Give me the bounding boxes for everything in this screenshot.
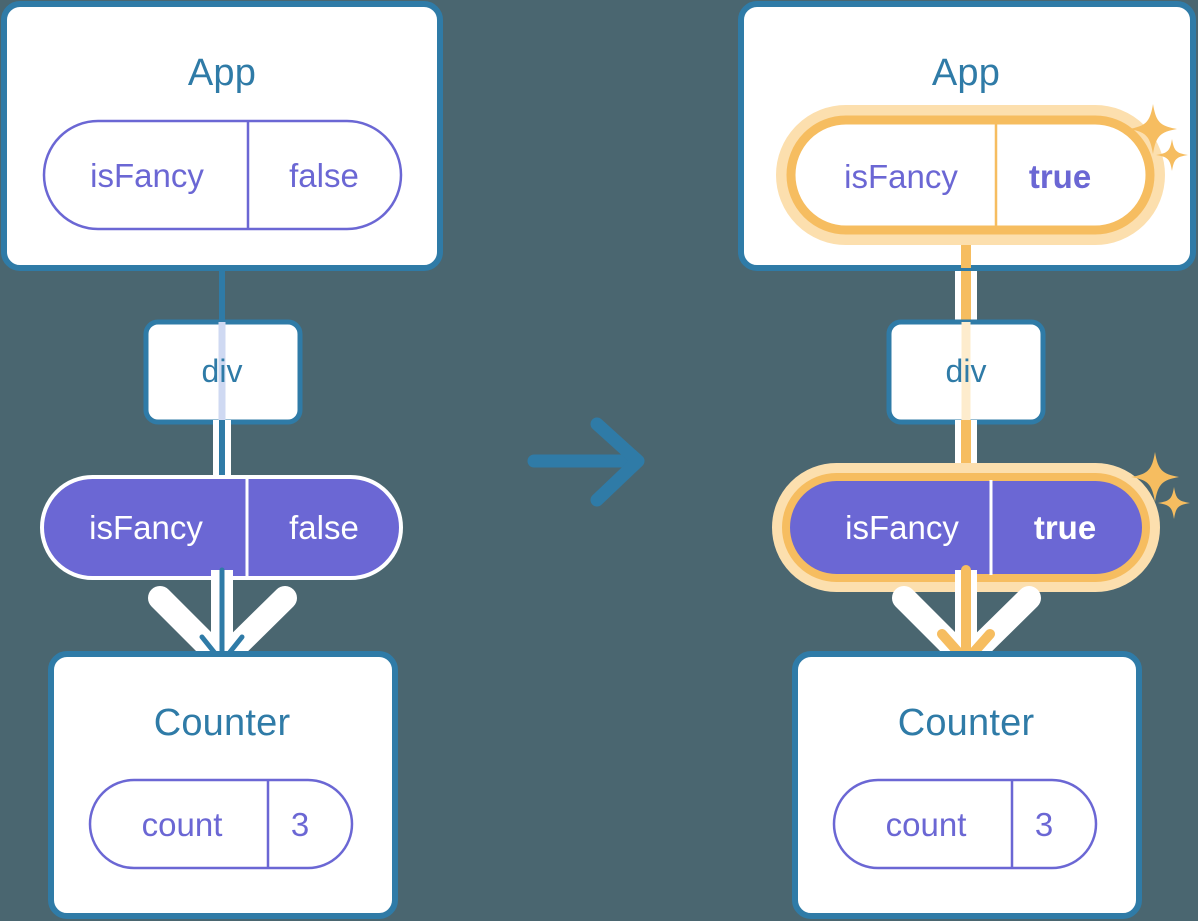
props-flow-arrow-left — [199, 567, 245, 665]
props-pill-left — [40, 475, 403, 580]
app-pill-left — [42, 119, 403, 231]
app-pill-right — [776, 105, 1165, 245]
div-box-right-group — [886, 319, 1046, 425]
sparkle-large-app-icon — [1129, 104, 1177, 154]
props-pill-right — [772, 463, 1160, 592]
arrow-right-icon — [527, 417, 645, 507]
sparkle-small-app-icon — [1156, 139, 1188, 171]
sparkle-small-props-icon — [1158, 487, 1190, 519]
counter-pill-left — [88, 778, 354, 870]
counter-pill-right — [832, 778, 1098, 870]
div-box-left-group — [143, 319, 303, 425]
sparkle-large-props-icon — [1131, 452, 1179, 502]
